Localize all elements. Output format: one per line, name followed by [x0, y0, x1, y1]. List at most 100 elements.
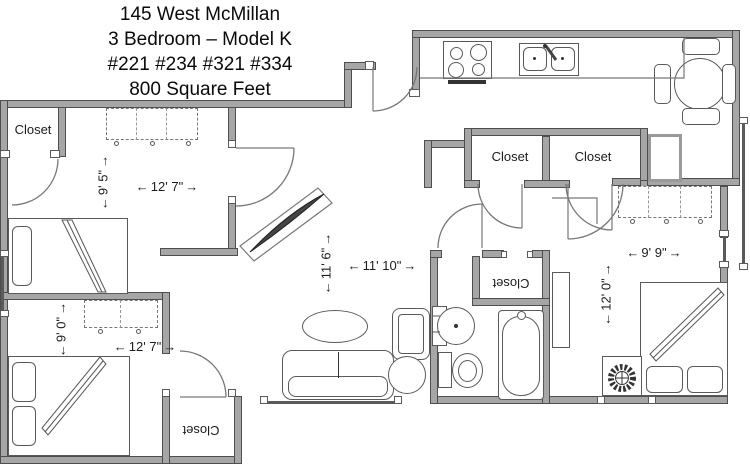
- dresser-foot: [114, 141, 119, 146]
- title-units: #221 #234 #321 #334: [107, 54, 293, 75]
- dimension-bedroom2-depth: ← 9' 0" →: [54, 290, 69, 370]
- wall-segment: [234, 396, 242, 464]
- arrow-left-icon: ←: [626, 245, 640, 260]
- jamb: [739, 263, 748, 270]
- arrow-right-icon: →: [95, 154, 111, 168]
- dimension-living-width: ← 11' 10" →: [337, 258, 427, 273]
- wall-segment: [464, 180, 480, 188]
- arrow-right-icon: →: [403, 258, 417, 273]
- wall-segment: [0, 456, 242, 464]
- dining-chair-icon: [654, 64, 671, 104]
- arrow-left-icon: ←: [318, 281, 334, 295]
- dresser-divider: [680, 186, 681, 218]
- dresser-foot: [150, 141, 155, 146]
- jamb: [739, 117, 748, 124]
- arrow-left-icon: ←: [135, 179, 149, 194]
- jamb: [501, 251, 507, 258]
- arrow-right-icon: →: [668, 245, 682, 260]
- bathtub-inner: [502, 316, 540, 396]
- pillow-icon: [646, 366, 683, 393]
- wall-segment: [412, 30, 420, 96]
- dimension-bedroom1-depth: ← 9' 5" →: [96, 143, 111, 223]
- closet-label-bath-hall: Closet: [492, 276, 530, 291]
- pillow-icon: [12, 362, 36, 402]
- arrow-left-icon: ←: [113, 339, 127, 354]
- wall-segment: [424, 140, 432, 188]
- dresser-icon: [618, 186, 712, 218]
- jamb: [228, 196, 236, 204]
- dimension-bedroom3-depth: ← 12' 0" →: [599, 255, 614, 335]
- dresser-foot: [630, 219, 635, 224]
- furnace-box: [602, 356, 642, 396]
- pillow-icon: [12, 226, 32, 286]
- window: [266, 401, 396, 404]
- jamb: [527, 251, 533, 258]
- drain-dot: [561, 57, 564, 60]
- arrow-left-icon: ←: [53, 344, 69, 358]
- dimension-text: 12' 0": [598, 278, 614, 311]
- arrow-right-icon: →: [163, 339, 177, 354]
- arrow-right-icon: →: [53, 301, 69, 315]
- dining-chair-icon: [682, 108, 720, 125]
- tub-faucet: [517, 311, 526, 320]
- jamb: [648, 396, 656, 404]
- dining-chair-icon: [722, 64, 736, 104]
- arrow-left-icon: ←: [347, 258, 361, 273]
- dresser-foot: [664, 219, 669, 224]
- wall-segment: [464, 128, 648, 136]
- linen-shelf-icon: [552, 272, 570, 348]
- pillow-icon: [687, 366, 723, 393]
- dimension-text: 11' 10": [362, 258, 402, 273]
- pillow-icon: [12, 406, 36, 446]
- burner-icon: [470, 44, 487, 61]
- dresser-divider: [648, 186, 649, 218]
- closet-label-hall-left: Closet: [491, 149, 529, 164]
- burner-icon: [472, 63, 485, 76]
- closet-label-bedroom2: Closet: [182, 423, 220, 438]
- arrow-right-icon: →: [598, 263, 614, 277]
- arrow-left-icon: ←: [95, 197, 111, 211]
- dining-chair-icon: [682, 38, 720, 55]
- dimension-bedroom1-width: ← 12' 7" →: [127, 179, 207, 194]
- wall-segment: [228, 202, 236, 254]
- dimension-text: 11' 6": [318, 247, 334, 280]
- dining-table-icon: [674, 58, 726, 110]
- dimension-text: 12' 7": [150, 179, 184, 194]
- wall-segment: [464, 128, 472, 188]
- wall-segment: [430, 396, 728, 404]
- sofa-seat: [288, 376, 388, 397]
- side-table-icon: [388, 356, 426, 394]
- dimension-text: 9' 5": [95, 169, 111, 196]
- dresser-foot: [98, 329, 103, 334]
- armchair-seat: [398, 314, 424, 354]
- fridge-icon: [648, 134, 682, 182]
- arrow-left-icon: ←: [598, 312, 614, 326]
- burner-icon: [450, 47, 463, 60]
- jamb: [228, 389, 236, 397]
- dimension-living-depth: ← 11' 6" →: [319, 224, 334, 304]
- jamb: [228, 140, 236, 148]
- dresser-foot: [186, 141, 191, 146]
- dresser-icon: [84, 300, 158, 328]
- dresser-icon: [106, 108, 198, 140]
- coffee-table-icon: [302, 310, 368, 343]
- closet-label-bedroom1: Closet: [14, 122, 52, 137]
- jamb: [162, 389, 170, 397]
- plan-title: 145 West McMillan 3 Bedroom – Model K #2…: [55, 2, 345, 102]
- oven-handle: [448, 80, 486, 84]
- jamb: [409, 89, 420, 97]
- dresser-foot: [698, 219, 703, 224]
- jamb: [719, 261, 729, 268]
- wall-segment: [412, 30, 740, 38]
- window: [723, 236, 726, 264]
- title-address: 145 West McMillan: [119, 4, 281, 25]
- jamb: [0, 310, 9, 317]
- jamb: [719, 230, 729, 237]
- window: [742, 122, 745, 266]
- toilet-tank: [438, 352, 452, 388]
- dresser-divider: [166, 108, 167, 140]
- drain-dot: [454, 324, 458, 328]
- arrow-right-icon: →: [318, 232, 334, 246]
- closet-label-hall-right: Closet: [574, 149, 612, 164]
